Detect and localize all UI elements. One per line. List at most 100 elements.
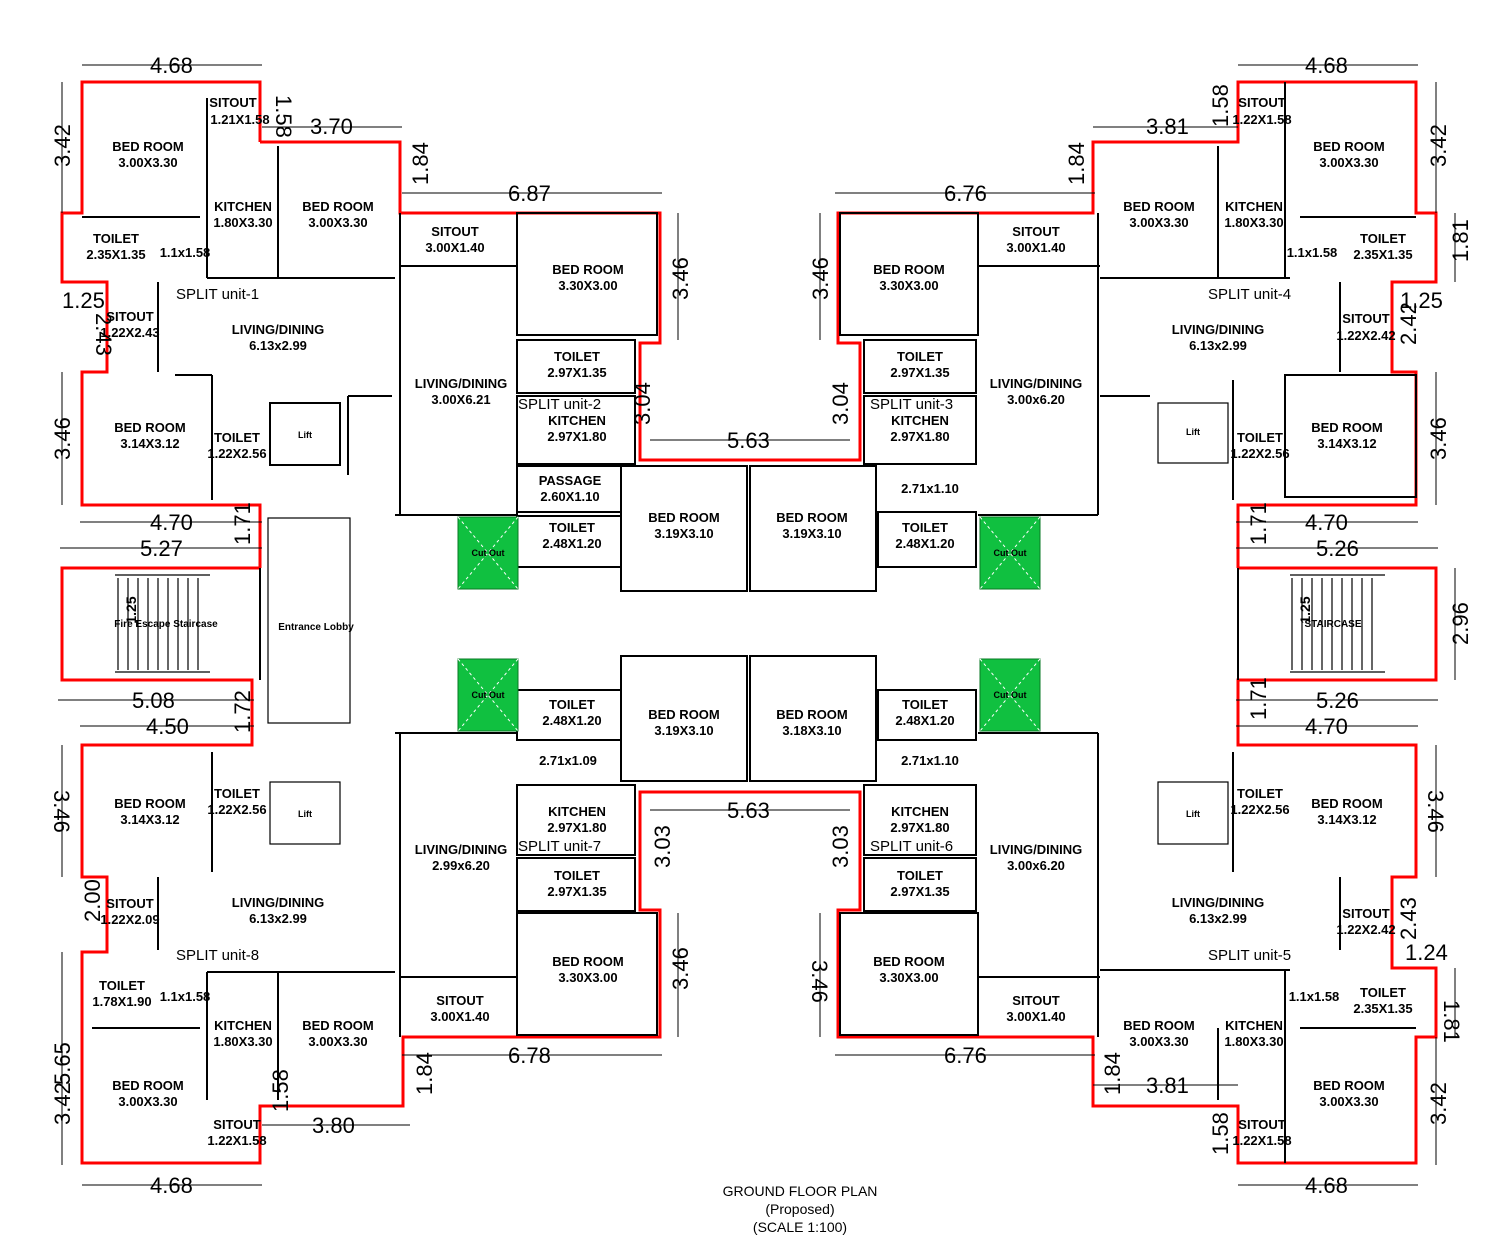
room-size: 2.71x1.10 (901, 481, 959, 496)
common-areas: Lift Lift Lift Lift Fire Escape Staircas… (114, 427, 1362, 819)
entrance-lobby-label: Entrance Lobby (278, 622, 354, 633)
room-size: 2.97X1.80 (890, 820, 949, 835)
room-size: 3.00X3.30 (118, 1094, 177, 1109)
room-name: TOILET (897, 868, 943, 883)
cutout-top-right: Cut Out (979, 516, 1041, 590)
room-name: BED ROOM (1123, 1018, 1195, 1033)
dim-label: 5.26 (1316, 536, 1359, 561)
room-name: KITCHEN (1225, 199, 1283, 214)
dim-label: 1.71 (230, 502, 255, 545)
room-size: 1.22X1.58 (1232, 112, 1291, 127)
dim-label: 6.76 (944, 1043, 987, 1068)
room-name: KITCHEN (548, 413, 606, 428)
dim-label: 5.63 (727, 428, 770, 453)
room-size: 1.1x1.58 (160, 245, 211, 260)
dim-label: 5.27 (140, 536, 183, 561)
unit-1-outline (60, 80, 262, 568)
dim-label: 1.25 (123, 596, 139, 623)
room-size: 1.80X3.30 (213, 215, 272, 230)
room-size: 3.00X3.30 (1319, 1094, 1378, 1109)
room-name: BED ROOM (1311, 796, 1383, 811)
room-name: SITOUT (209, 95, 256, 110)
dim-label: 4.68 (150, 1173, 193, 1198)
dim-label: 3.46 (808, 257, 833, 300)
room-name: TOILET (902, 520, 948, 535)
room-size: 3.00X6.21 (431, 392, 490, 407)
room-name: SITOUT (1238, 1117, 1285, 1132)
room-size: 1.80X3.30 (213, 1034, 272, 1049)
dim-label: 1.24 (1405, 940, 1448, 965)
room-name: KITCHEN (214, 199, 272, 214)
room-size: 3.00X3.30 (308, 215, 367, 230)
room-name: KITCHEN (891, 804, 949, 819)
room-size: 1.21X1.58 (210, 112, 269, 127)
room-size: 3.00X3.30 (1319, 155, 1378, 170)
dimension-lines (58, 64, 1456, 1186)
room-size: 6.13x2.99 (1189, 338, 1247, 353)
dim-label: 1.71 (1246, 502, 1271, 545)
dim-label: 4.68 (150, 53, 193, 78)
room-name: BED ROOM (114, 420, 186, 435)
unit-2-label: SPLIT unit-2 (518, 396, 601, 413)
room-size: 2.97X1.35 (547, 884, 606, 899)
dim-label: 3.46 (1423, 790, 1448, 833)
dim-label: 4.70 (1305, 714, 1348, 739)
room-name: TOILET (214, 786, 260, 801)
room-size: 1.1x1.58 (1289, 989, 1340, 1004)
room-name: BED ROOM (648, 510, 720, 525)
room-name: LIVING/DINING (990, 376, 1082, 391)
room-name: SITOUT (431, 224, 478, 239)
room-name: BED ROOM (112, 139, 184, 154)
room-size: 1.22X2.56 (1230, 802, 1289, 817)
cutout-label: Cut Out (994, 690, 1027, 700)
dim-label: 2.42 (1396, 302, 1421, 345)
room-name: TOILET (549, 697, 595, 712)
dim-label: 1.84 (412, 1052, 437, 1095)
fire-escape-outline (60, 566, 1438, 1165)
fire-escape-label: Fire Escape Staircase (114, 619, 218, 630)
room-size: 1.22X2.56 (1230, 446, 1289, 461)
passage-size: 2.60X1.10 (540, 489, 599, 504)
dim-label: 3.42 (1426, 124, 1451, 167)
unit-labels: SPLIT unit-1 SPLIT unit-2 SPLIT unit-3 S… (176, 286, 1291, 964)
room-size: 1.22X1.58 (1232, 1133, 1291, 1148)
room-name: SITOUT (1342, 311, 1389, 326)
room-name: BED ROOM (302, 1018, 374, 1033)
room-size: 3.18X3.10 (782, 723, 841, 738)
room-size: 1.22X2.42 (1336, 922, 1395, 937)
room-name: BED ROOM (552, 954, 624, 969)
lift-label: Lift (298, 430, 312, 440)
room-size: 3.19X3.10 (654, 723, 713, 738)
room-size: 3.00X3.30 (1129, 1034, 1188, 1049)
dim-label: 4.70 (1305, 510, 1348, 535)
room-size: 2.97X1.35 (547, 365, 606, 380)
room-labels: BED ROOM 3.00X3.30 SITOUT 1.21X1.58 KITC… (86, 95, 1412, 1148)
room-name: LIVING/DINING (415, 842, 507, 857)
dim-label: 3.46 (668, 257, 693, 300)
room-name: TOILET (1237, 786, 1283, 801)
drawing-title: GROUND FLOOR PLAN (Proposed) (SCALE 1:10… (723, 1183, 878, 1235)
room-name: BED ROOM (112, 1078, 184, 1093)
dim-label: 4.70 (150, 510, 193, 535)
room-size: 3.19X3.10 (782, 526, 841, 541)
room-name: BED ROOM (1313, 139, 1385, 154)
dim-label: 3.04 (828, 382, 853, 425)
dim-label: 3.80 (312, 1113, 355, 1138)
dim-label: 1.25 (62, 288, 105, 313)
room-size: 1.1x1.58 (1287, 245, 1338, 260)
dim-label: 3.46 (50, 417, 75, 460)
room-name: LIVING/DINING (415, 376, 507, 391)
room-name: LIVING/DINING (990, 842, 1082, 857)
lift-label: Lift (1186, 809, 1200, 819)
room-size: 3.14X3.12 (1317, 812, 1376, 827)
dim-label: 2.43 (91, 313, 116, 356)
dim-label: 1.25 (1400, 288, 1443, 313)
plan-scale: (SCALE 1:100) (753, 1219, 847, 1235)
lift-label: Lift (1186, 427, 1200, 437)
cutout-top-left: Cut Out (457, 516, 519, 590)
fire-escape-steps (117, 578, 199, 670)
room-name: SITOUT (106, 309, 153, 324)
room-size: 1.80X3.30 (1224, 215, 1283, 230)
room-size: 3.30X3.00 (558, 278, 617, 293)
room-size: 1.22X2.56 (207, 446, 266, 461)
